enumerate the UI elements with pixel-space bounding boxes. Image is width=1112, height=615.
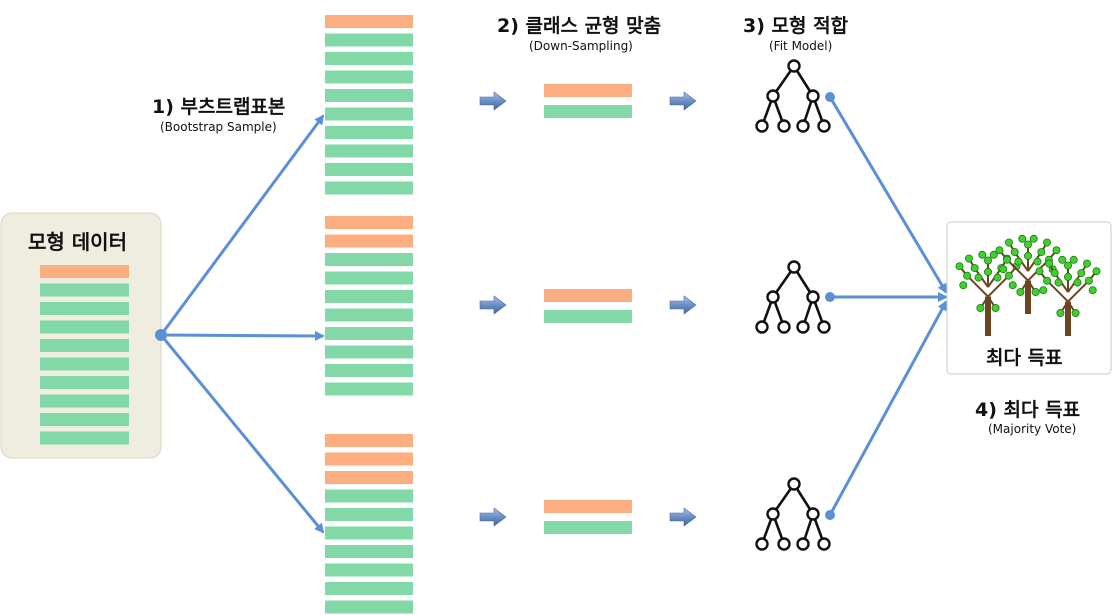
arrow-to-sample-1	[159, 114, 325, 336]
bootstrap-1-row-majority	[325, 126, 413, 139]
bootstrap-3-row-majority	[325, 526, 413, 540]
bootstrap-3-row-majority	[325, 545, 413, 558]
bootstrap-2-row-majority	[325, 364, 413, 377]
bootstrap-2-row-majority	[325, 253, 413, 266]
bootstrap-1-row-majority	[325, 163, 413, 176]
binary-tree-icon	[755, 477, 831, 551]
bootstrap-1-row-majority	[325, 33, 413, 47]
step4-subtitle: (Majority Vote)	[988, 422, 1077, 436]
block-arrow-right-icon	[479, 91, 507, 111]
step3-title: 3) 모형 적합	[743, 15, 849, 37]
balanced-2-row-minority	[544, 289, 632, 302]
block-arrow-right-icon	[669, 91, 697, 111]
balanced-1-row-majority	[544, 105, 632, 118]
binary-tree-icon	[755, 59, 831, 133]
bootstrap-1-row-majority	[325, 70, 413, 84]
bootstrap-3-row-majority	[325, 489, 413, 503]
vote-box-label: 최다 득표	[986, 347, 1063, 369]
bootstrap-3-row-majority	[325, 563, 413, 577]
bootstrap-3-row-majority	[325, 582, 413, 595]
block-arrow-right-icon	[479, 295, 507, 315]
data-box-title: 모형 데이터	[28, 230, 127, 254]
data-row-majority	[40, 302, 129, 315]
bootstrap-1-row-minority	[325, 15, 413, 28]
bootstrap-3-row-minority	[325, 434, 413, 447]
bootstrap-2-row-majority	[325, 382, 413, 396]
bootstrap-2-row-minority	[325, 234, 413, 248]
bootstrap-2-row-majority	[325, 345, 413, 359]
bootstrap-3-row-minority	[325, 471, 413, 484]
bootstrap-2-row-majority	[325, 308, 413, 322]
vote-arrow-1	[828, 96, 948, 294]
balanced-3-row-minority	[544, 500, 632, 513]
balanced-2-row-majority	[544, 310, 632, 323]
binary-tree-icon	[755, 260, 831, 334]
bootstrap-1-row-majority	[325, 107, 413, 121]
bootstrap-2-row-majority	[325, 271, 413, 285]
step3-subtitle: (Fit Model)	[769, 39, 833, 53]
tree-forest-icon	[955, 234, 1101, 336]
data-row-majority	[40, 283, 129, 297]
block-arrow-right-icon	[479, 507, 507, 527]
step1-subtitle: (Bootstrap Sample)	[160, 120, 277, 134]
balanced-3-row-majority	[544, 521, 632, 534]
bootstrap-1-row-majority	[325, 144, 413, 158]
data-row-majority	[40, 394, 129, 408]
model-trees	[755, 59, 831, 551]
bootstrap-2-row-minority	[325, 216, 413, 229]
step2-title: 2) 클래스 균형 맞춤	[497, 15, 662, 37]
arrow-to-sample-3	[159, 334, 325, 534]
balanced-samples	[544, 84, 632, 534]
bootstrap-3-row-majority	[325, 600, 413, 614]
bootstrap-samples	[325, 15, 413, 614]
block-arrows	[479, 91, 697, 527]
bootstrap-1-row-majority	[325, 89, 413, 102]
bootstrap-3-row-minority	[325, 452, 413, 466]
step2-subtitle: (Down-Sampling)	[529, 39, 633, 53]
data-row-majority	[40, 376, 129, 389]
block-arrow-right-icon	[669, 507, 697, 527]
step4-title: 4) 최다 득표	[975, 399, 1081, 421]
data-row-majority	[40, 339, 129, 352]
bootstrap-2-row-majority	[325, 290, 413, 303]
data-row-minority	[40, 265, 129, 278]
bootstrap-2-row-majority	[325, 327, 413, 340]
bootstrap-1-row-majority	[325, 52, 413, 65]
data-row-majority	[40, 320, 129, 334]
data-row-majority	[40, 431, 129, 445]
data-row-majority	[40, 357, 129, 371]
vote-arrow-3	[828, 300, 948, 516]
data-rows	[40, 265, 129, 445]
bootstrap-1-row-majority	[325, 181, 413, 195]
block-arrow-right-icon	[669, 295, 697, 315]
step1-title: 1) 부츠트랩표본	[152, 96, 286, 118]
balanced-1-row-minority	[544, 84, 632, 97]
bootstrap-3-row-majority	[325, 508, 413, 521]
data-row-majority	[40, 413, 129, 426]
arrow-to-sample-2	[160, 330, 325, 341]
